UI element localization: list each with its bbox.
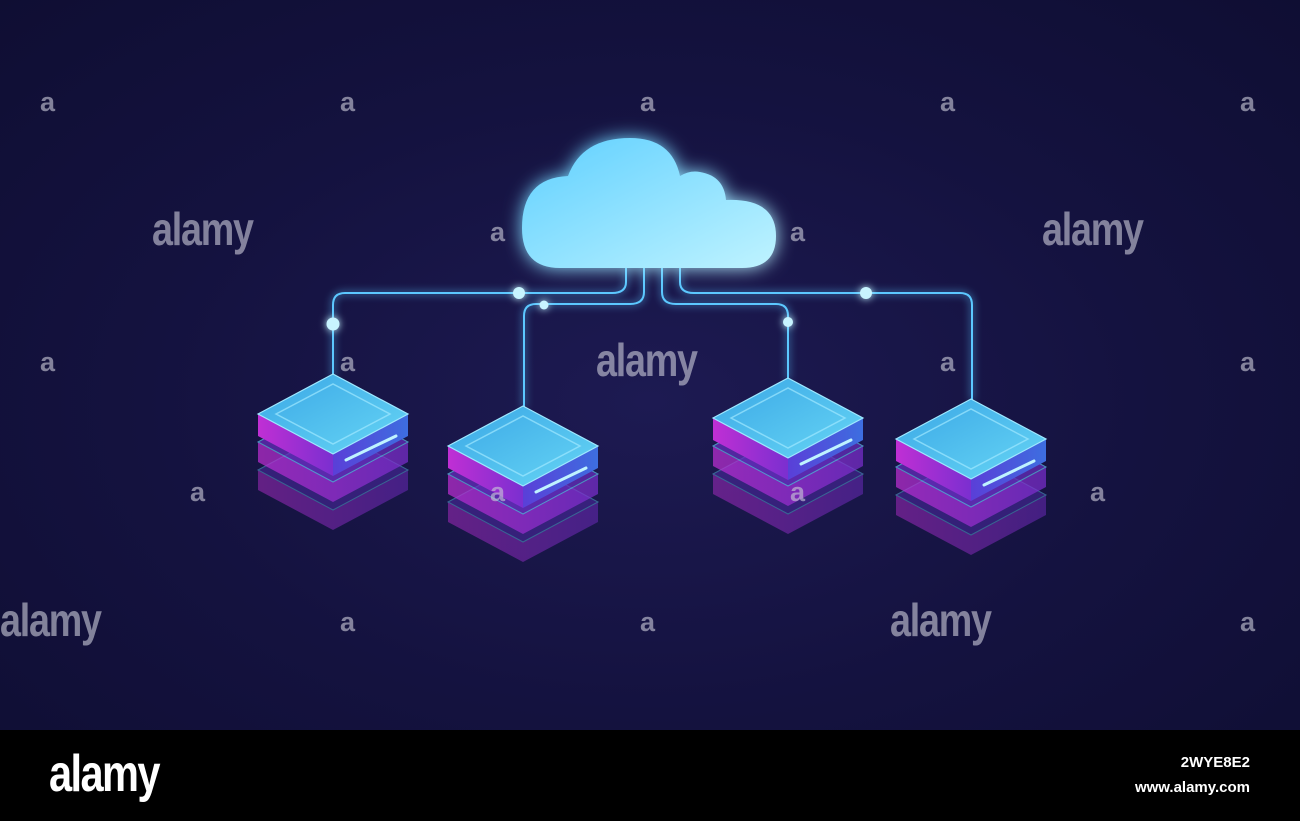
watermark-logo: alamy xyxy=(0,594,102,646)
server-stack-icon xyxy=(711,376,865,536)
cloud-server-network-illustration xyxy=(256,138,1048,564)
connection-nodes xyxy=(326,287,872,331)
server-stack-icon xyxy=(894,397,1048,557)
watermark-logo: alamy xyxy=(596,334,698,386)
watermark-letter: a xyxy=(640,607,656,637)
connection-lines xyxy=(332,268,973,408)
watermark-letter: a xyxy=(940,87,956,117)
illustration-stage: a a a a a alamy a a alamy a a alamy a a … xyxy=(0,0,1300,730)
watermark-letter: a xyxy=(1090,477,1106,507)
watermark-letter: a xyxy=(490,477,506,507)
watermark-logo: alamy xyxy=(1042,203,1144,255)
footer-logo: alamy xyxy=(49,745,161,803)
watermark-letter: a xyxy=(790,217,806,247)
watermark-letter: a xyxy=(40,87,56,117)
watermark-letter: a xyxy=(1240,347,1256,377)
watermark-letter: a xyxy=(640,87,656,117)
watermark-letter: a xyxy=(1240,87,1256,117)
watermark-letter: a xyxy=(190,477,206,507)
server-stack-icon xyxy=(446,404,600,564)
watermark-letter: a xyxy=(40,347,56,377)
footer-bar: alamy 2WYE8E2 www.alamy.com xyxy=(0,730,1300,821)
cloud-icon xyxy=(522,138,776,268)
watermark-letter: a xyxy=(340,607,356,637)
watermark-letter: a xyxy=(340,347,356,377)
watermark-letter: a xyxy=(490,217,506,247)
watermark-letter: a xyxy=(340,87,356,117)
watermark-logo: alamy xyxy=(890,594,992,646)
watermark-letter: a xyxy=(1240,607,1256,637)
server-stack-icon xyxy=(256,372,410,532)
site-url: www.alamy.com xyxy=(1134,779,1250,796)
watermark-logo: alamy xyxy=(152,203,254,255)
image-id: 2WYE8E2 xyxy=(1180,754,1250,771)
watermark-letter: a xyxy=(790,477,806,507)
watermark-letter: a xyxy=(940,347,956,377)
